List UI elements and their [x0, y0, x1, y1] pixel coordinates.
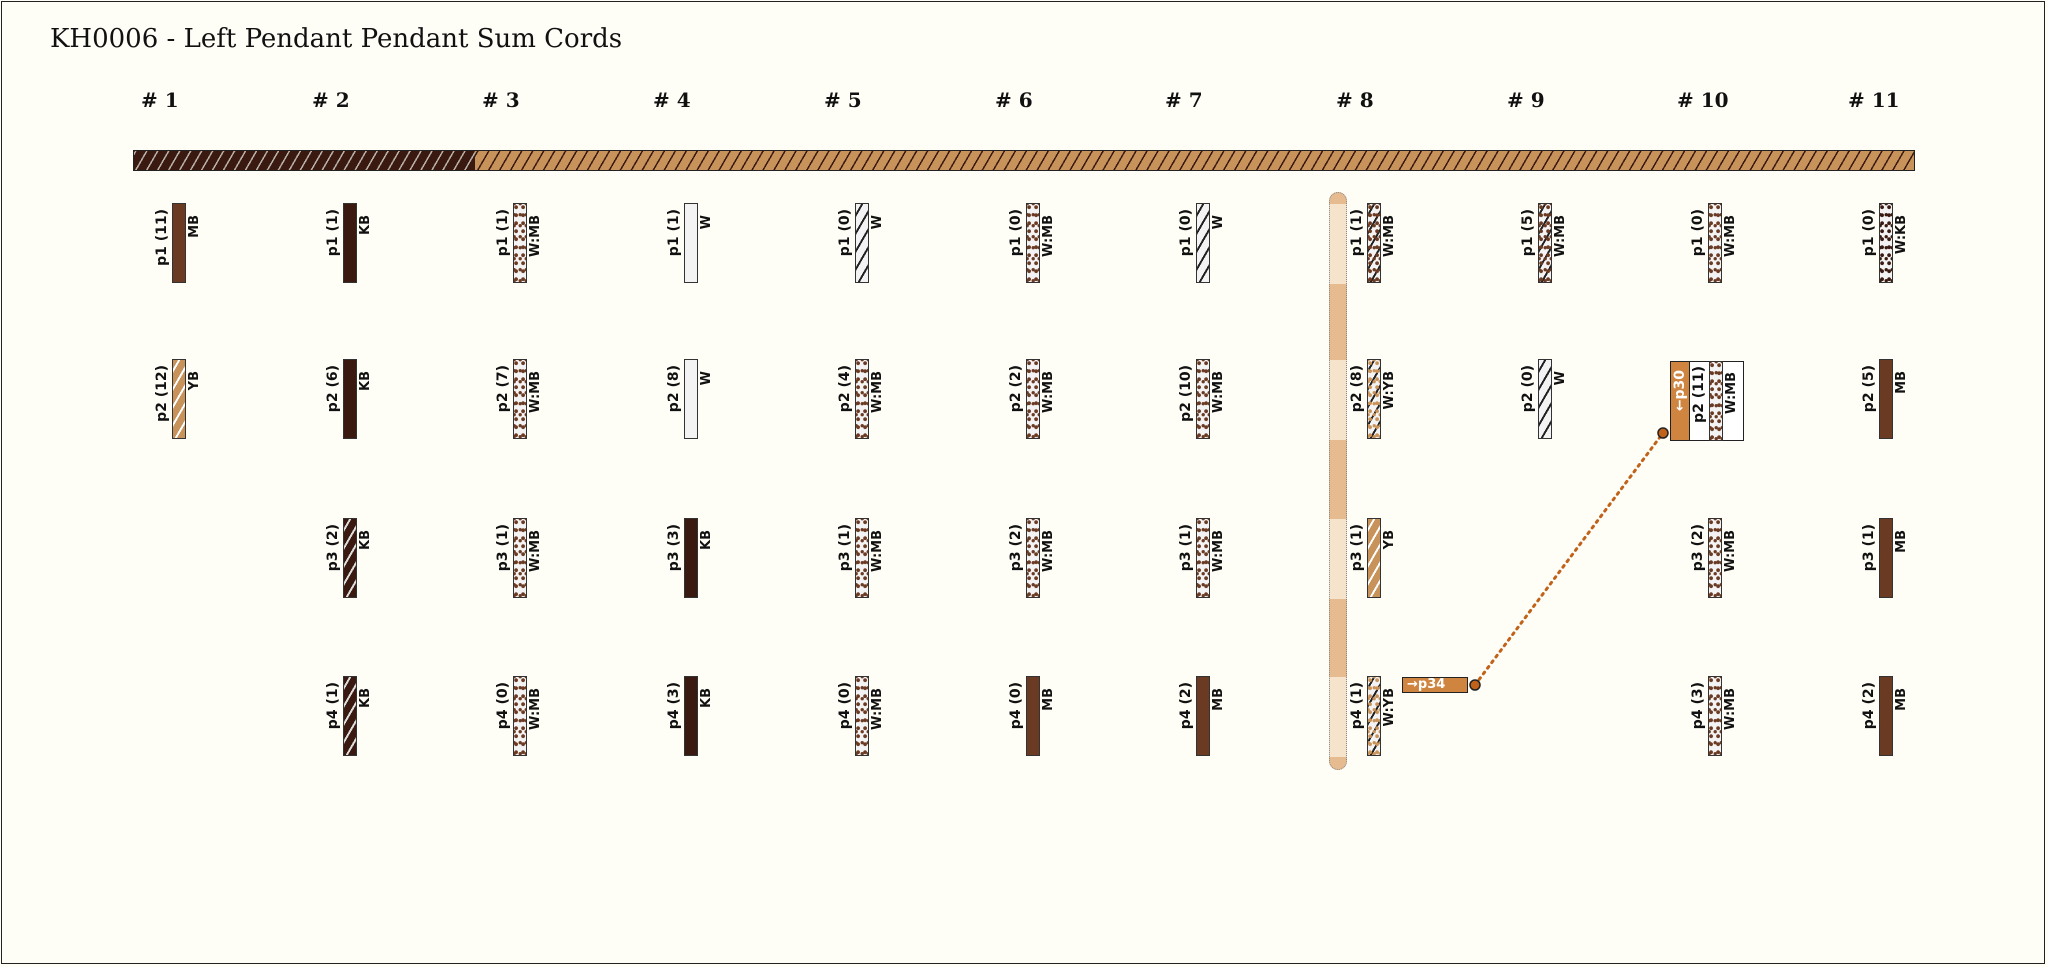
cord-header: # 10 [1677, 88, 1729, 112]
pendant-cord[interactable] [343, 359, 357, 439]
pendant-cord[interactable] [684, 203, 698, 283]
pendant-cord[interactable] [1367, 518, 1381, 598]
pendant-cord[interactable] [855, 518, 869, 598]
cord-header: # 1 [141, 88, 179, 112]
cord-header: # 9 [1507, 88, 1545, 112]
cord-header: # 7 [1165, 88, 1203, 112]
highlight-band-cord-8 [1329, 192, 1347, 770]
link-tag-from-p30[interactable]: ←p30 [1671, 362, 1690, 440]
pendant-cord[interactable] [855, 203, 869, 283]
pendant-cord[interactable] [1538, 359, 1552, 439]
pendant-cord[interactable] [1879, 359, 1893, 439]
cord-header: # 8 [1336, 88, 1374, 112]
dotted-link [1473, 431, 1665, 687]
pendant-cord[interactable] [1367, 676, 1381, 756]
pendant-cord[interactable] [1026, 203, 1040, 283]
pendant-cord[interactable] [1196, 359, 1210, 439]
pendant-cord[interactable] [1708, 518, 1722, 598]
pendant-cord[interactable] [513, 359, 527, 439]
pendant-cord[interactable] [684, 676, 698, 756]
pendant-cord[interactable] [172, 359, 186, 439]
pendant-cord[interactable] [1879, 203, 1893, 283]
link-tag-to-p34[interactable]: →p34 [1402, 677, 1468, 693]
pendant-cord[interactable] [1026, 676, 1040, 756]
cord-header: # 6 [995, 88, 1033, 112]
pendant-cord[interactable] [1196, 676, 1210, 756]
pendant-cord[interactable] [513, 203, 527, 283]
pendant-cord[interactable] [684, 359, 698, 439]
pendant-cord[interactable] [1196, 518, 1210, 598]
primary-cord [133, 150, 1915, 171]
pendant-cord[interactable] [172, 203, 186, 283]
pendant-cord[interactable] [1708, 676, 1722, 756]
cord-header: # 2 [312, 88, 350, 112]
pendant-cord[interactable] [1879, 518, 1893, 598]
pendant-cord[interactable] [1367, 203, 1381, 283]
pendant-cord[interactable] [1538, 203, 1552, 283]
pendant-cord[interactable] [513, 518, 527, 598]
pendant-cord[interactable] [684, 518, 698, 598]
pendant-cord[interactable] [855, 359, 869, 439]
pendant-cord[interactable] [1196, 203, 1210, 283]
pendant-cord[interactable] [1709, 360, 1723, 441]
pendant-cord[interactable] [1367, 359, 1381, 439]
pendant-cord[interactable] [1879, 676, 1893, 756]
primary-cord-dark-segment [134, 151, 475, 170]
cord-header: # 4 [653, 88, 691, 112]
pendant-cord[interactable] [343, 676, 357, 756]
pendant-cord[interactable] [1026, 359, 1040, 439]
link-endpoint [1469, 679, 1481, 691]
link-endpoint [1657, 427, 1669, 439]
pendant-cord[interactable] [343, 203, 357, 283]
cord-header: # 3 [482, 88, 520, 112]
pendant-cord[interactable] [1708, 203, 1722, 283]
pendant-cord[interactable] [855, 676, 869, 756]
pendant-cord[interactable] [343, 518, 357, 598]
pendant-cord[interactable] [1026, 518, 1040, 598]
cord-header: # 11 [1848, 88, 1900, 112]
cord-header: # 5 [824, 88, 862, 112]
page-title: KH0006 - Left Pendant Pendant Sum Cords [50, 24, 623, 54]
pendant-cord[interactable] [513, 676, 527, 756]
